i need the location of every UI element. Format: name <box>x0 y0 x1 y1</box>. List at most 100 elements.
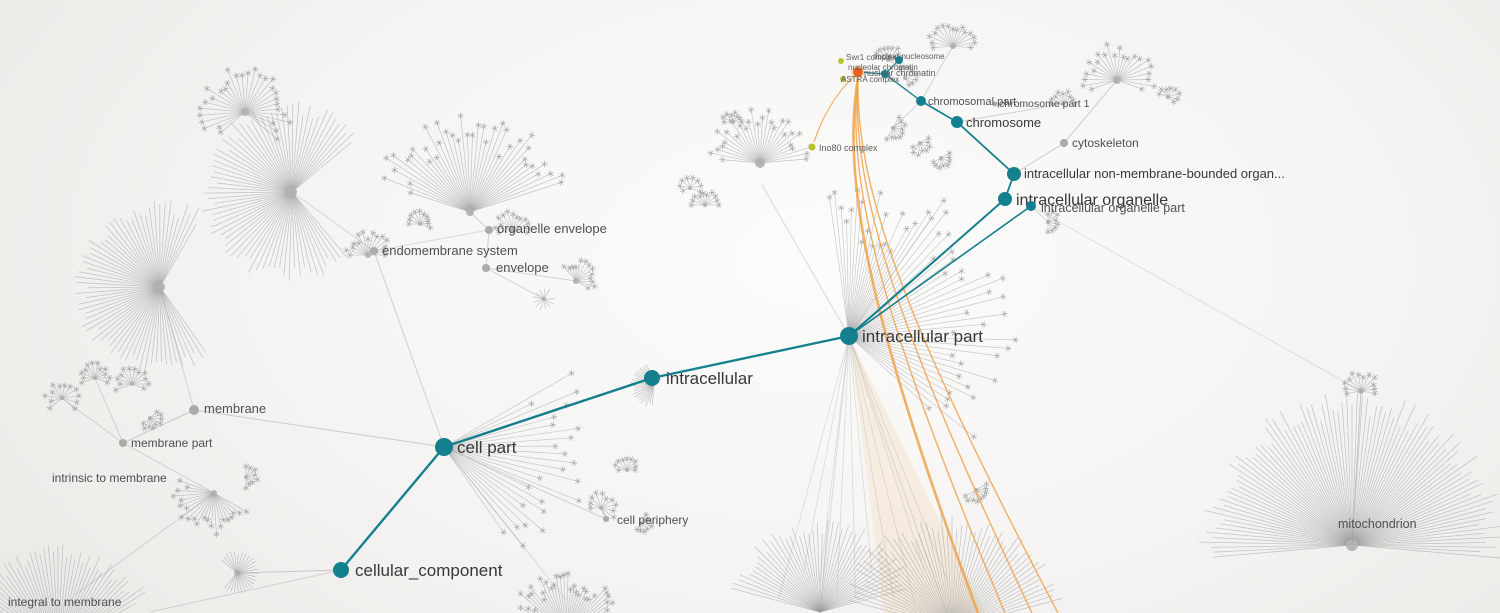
go-term-node[interactable] <box>189 405 199 415</box>
path-edge <box>884 73 922 102</box>
path-term-node[interactable] <box>840 327 858 345</box>
path-term-label[interactable]: intracellular part <box>862 327 983 346</box>
path-term-label[interactable]: intracellular non-membrane-bounded organ… <box>1024 166 1285 181</box>
path-edge <box>848 205 1032 337</box>
edge <box>485 229 490 269</box>
edge <box>443 446 607 520</box>
path-term-node[interactable] <box>644 370 660 386</box>
fan-cluster <box>1156 85 1183 106</box>
fan-cluster <box>633 511 655 535</box>
edge <box>819 335 850 613</box>
go-term-label[interactable]: envelope <box>496 260 549 275</box>
fan-cluster <box>778 335 949 603</box>
edge <box>1351 390 1362 546</box>
go-term-label[interactable]: intrinsic to membrane <box>52 471 167 485</box>
go-term-label[interactable]: mitochondrion <box>1338 517 1417 531</box>
fan-cluster <box>883 114 909 142</box>
go-term-node[interactable] <box>603 516 609 522</box>
go-term-node[interactable] <box>992 101 998 107</box>
go-term-label[interactable]: chromosome part 1 <box>999 98 1090 110</box>
fan-cluster <box>707 106 815 168</box>
path-term-node[interactable] <box>895 56 903 64</box>
edge <box>1030 205 1362 392</box>
fan-cluster <box>930 149 953 172</box>
fan-cluster <box>731 519 906 613</box>
path-term-label[interactable]: intracellular organelle <box>1016 192 1168 209</box>
edge <box>920 45 954 102</box>
edge <box>848 335 948 613</box>
fan-cluster <box>910 134 933 159</box>
fan-cluster <box>243 463 261 492</box>
go-term-node[interactable] <box>482 264 490 272</box>
cluster-term-label[interactable]: nuclear nucleosome <box>873 52 945 61</box>
cluster-term-label[interactable]: nuclear chromatin <box>864 68 936 78</box>
path-term-label[interactable]: cell part <box>457 438 517 457</box>
path-term-label[interactable]: cellular_component <box>355 561 503 580</box>
edge <box>469 211 490 231</box>
go-term-label[interactable]: membrane <box>204 401 266 416</box>
path-term-node[interactable] <box>435 438 453 456</box>
path-edge <box>920 100 958 123</box>
path-edge <box>956 121 1015 175</box>
flow-curve <box>852 77 980 613</box>
path-term-label[interactable]: chromosomal part <box>928 96 1016 108</box>
fan-cluster <box>1045 208 1061 235</box>
fan-cluster <box>112 365 152 394</box>
fan-cluster <box>221 551 259 594</box>
path-term-label[interactable]: chromosome <box>966 115 1041 130</box>
candidate-term-node[interactable] <box>808 143 816 151</box>
cluster-term-label[interactable]: Swr1 complex <box>846 53 896 62</box>
edge <box>761 184 850 337</box>
path-term-node[interactable] <box>881 70 889 78</box>
flow-cone <box>849 336 985 613</box>
path-term-label[interactable]: intracellular <box>666 369 753 388</box>
edge <box>443 446 567 601</box>
path-term-node[interactable] <box>998 192 1012 206</box>
flow-curve <box>856 77 1033 613</box>
fan-cluster <box>560 257 598 292</box>
cluster-term-label[interactable]: nucleolar chromatin <box>848 63 918 72</box>
edge <box>94 377 124 444</box>
path-term-node[interactable] <box>1007 167 1021 181</box>
candidate-term-node[interactable] <box>840 76 846 82</box>
fan-cluster <box>612 455 639 473</box>
fan-cluster <box>140 408 165 432</box>
fan-cluster <box>1048 88 1079 107</box>
fan-cluster <box>41 382 83 412</box>
go-term-node[interactable] <box>1060 139 1068 147</box>
path-term-node[interactable] <box>1026 201 1036 211</box>
go-term-label[interactable]: organelle envelope <box>497 221 607 236</box>
selected-term-node[interactable] <box>851 65 865 79</box>
go-term-node[interactable] <box>485 226 493 234</box>
go-term-label[interactable]: cytoskeleton <box>1072 136 1139 150</box>
edge <box>1063 79 1118 144</box>
candidate-term-node[interactable] <box>838 58 844 64</box>
go-term-label[interactable]: membrane part <box>131 436 213 450</box>
go-term-node[interactable] <box>370 247 378 255</box>
cluster-term-label[interactable]: Ino80 complex <box>819 143 878 153</box>
go-term-label[interactable]: integral to membrane <box>8 595 122 609</box>
path-term-node[interactable] <box>916 96 926 106</box>
cluster-term-label[interactable]: ASTRA complex <box>841 75 899 84</box>
go-term-node[interactable] <box>119 439 127 447</box>
path-edge <box>651 334 850 380</box>
fan-cluster <box>962 480 990 505</box>
go-term-label[interactable]: endomembrane system <box>382 243 518 258</box>
fan-cluster <box>896 63 920 88</box>
edge <box>373 229 490 252</box>
fan-cluster <box>170 477 250 538</box>
fan-cluster <box>1341 370 1378 397</box>
fan-cluster <box>203 102 354 281</box>
flow-curve <box>855 77 1006 613</box>
path-term-label[interactable]: intracellular organelle part <box>1041 201 1185 215</box>
go-term-label[interactable]: cell periphery <box>617 513 688 527</box>
path-term-node[interactable] <box>951 116 963 128</box>
fan-cluster <box>1079 41 1158 93</box>
fan-cluster <box>676 174 705 195</box>
flow-curve <box>857 77 1059 613</box>
path-term-node[interactable] <box>333 562 349 578</box>
flow-curve <box>813 76 854 143</box>
edge <box>149 569 342 613</box>
edge <box>485 267 577 282</box>
